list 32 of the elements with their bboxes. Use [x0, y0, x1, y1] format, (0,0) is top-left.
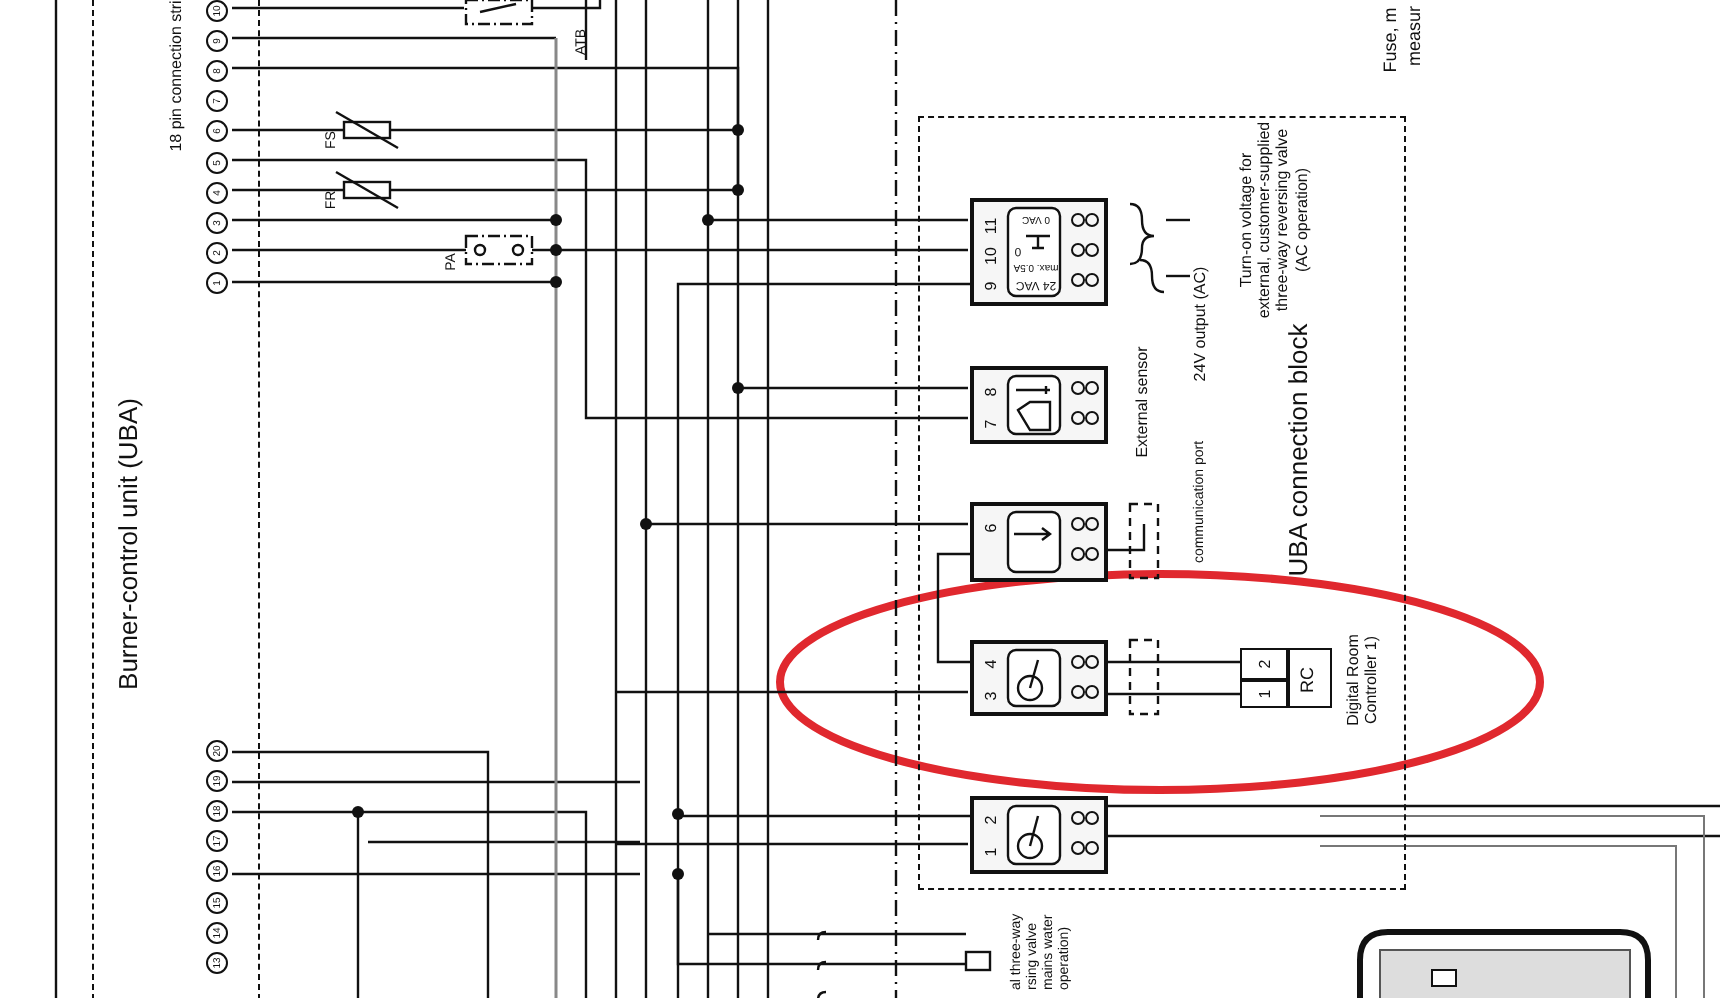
note-text: measur — [1404, 6, 1424, 66]
pin-number: 2 — [1258, 659, 1274, 669]
pin-number: 9 — [984, 281, 1000, 291]
connection-block-frame — [918, 116, 1406, 890]
sensor-label: External sensor — [1133, 346, 1151, 458]
pin-number: 7 — [984, 419, 1000, 429]
pin-number: 4 — [984, 659, 1000, 669]
group-title: UBA connection block — [1285, 323, 1311, 577]
device-caption: Digital Room Controller 1) — [1343, 632, 1381, 730]
group-title: Burner-control unit (UBA) — [115, 398, 141, 690]
pin-strip-label: 18 pin connection stri — [167, 0, 185, 152]
pin-number: 10 — [984, 247, 1000, 265]
output-label: 24V output (AC) — [1191, 266, 1209, 382]
description-text: Turn-on voltage for external, customer-supplied three-way reversing valve (AC operation) — [1237, 120, 1311, 320]
terminal-module — [970, 502, 1108, 582]
pin-number: 3 — [984, 691, 1000, 701]
wire — [1108, 660, 1240, 664]
terminal-module — [970, 366, 1108, 444]
pin-number: 1 — [1258, 689, 1274, 699]
note-text: Fuse, m — [1380, 7, 1400, 73]
terminal-module — [970, 796, 1108, 874]
pin-number: 11 — [984, 217, 1000, 235]
pin-number: 1 — [984, 847, 1000, 857]
terminal-module — [970, 640, 1108, 716]
pin-number: 6 — [984, 523, 1000, 533]
pin-number: 2 — [984, 815, 1000, 825]
terminal-module — [970, 198, 1108, 306]
device-label: RC — [1299, 667, 1317, 693]
wire — [676, 282, 970, 818]
wire — [936, 552, 970, 664]
wire — [1108, 692, 1240, 696]
pin-number: 8 — [984, 387, 1000, 397]
